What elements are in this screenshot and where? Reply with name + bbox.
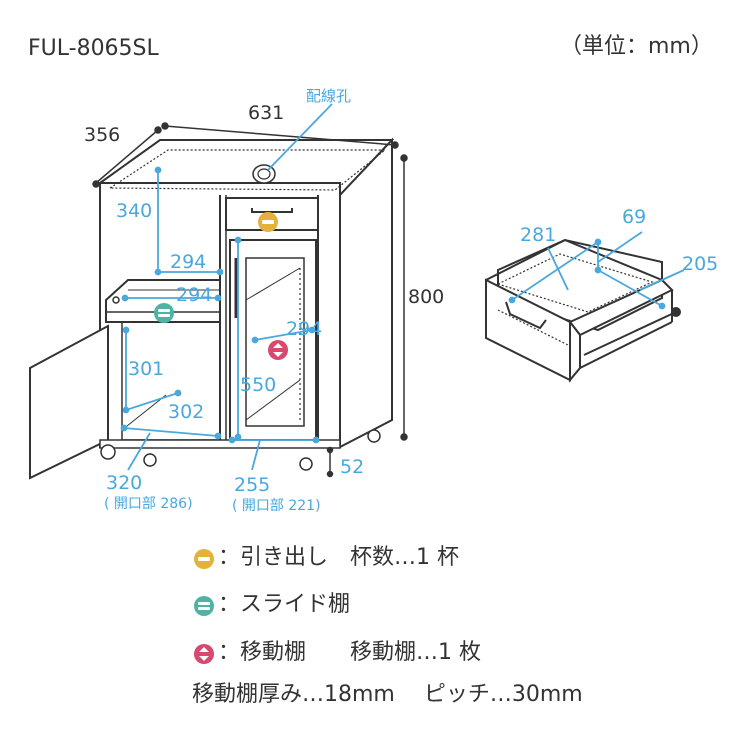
right-opening-note: ( 開口部 221)	[232, 498, 321, 514]
left-inner-height-dimension: 301	[128, 358, 165, 380]
caster-height-dimension: 52	[340, 456, 365, 478]
model-number: FUL-8065SL	[28, 36, 159, 61]
shelf-width-dimension-1: 294	[170, 251, 207, 273]
depth-dimension: 356	[84, 124, 121, 146]
left-opening-note: ( 開口部 286)	[104, 496, 193, 512]
height-dimension: 800	[408, 286, 445, 308]
wiring-hole-label: 配線孔	[306, 87, 352, 105]
legend-slide-text: ：スライド棚	[218, 592, 351, 617]
drawer-width-dimension: 281	[520, 224, 557, 246]
right-shelf-width-dimension: 294	[286, 318, 323, 340]
drawer-depth-dimension: 205	[682, 253, 719, 275]
legend-drawer-icon	[194, 549, 214, 569]
legend-movable-text: ：移動棚 移動棚…1 枚	[218, 640, 481, 665]
left-outer-width-dimension: 320	[106, 472, 143, 494]
movable-shelf-marker-icon	[268, 340, 288, 360]
unit-label: （単位：mm）	[560, 34, 713, 59]
legend-slide-icon	[194, 596, 214, 616]
drawer-height-dimension: 69	[622, 206, 647, 228]
wiring-hole-icon	[252, 164, 276, 184]
right-outer-width-dimension: 255	[234, 474, 271, 496]
left-inner-width-dimension: 302	[168, 401, 205, 423]
drawer-marker-icon	[258, 212, 278, 232]
top-dotted-outline	[108, 149, 387, 191]
legend-spec-text: 移動棚厚み…18mm ピッチ…30mm	[192, 682, 583, 707]
drawer-detail	[485, 238, 674, 383]
legend-movable-icon	[194, 644, 214, 664]
left-door	[29, 324, 109, 480]
slide-shelf-marker-icon	[154, 303, 174, 323]
caster-icon	[100, 429, 381, 471]
legend-drawer-text: ：引き出し 杯数…1 杯	[218, 545, 459, 570]
width-dimension: 631	[248, 102, 285, 124]
inner-depth-dimension: 340	[116, 200, 153, 222]
right-inner-height-dimension: 550	[240, 374, 277, 396]
shelf-width-dimension-2: 294	[176, 284, 213, 306]
